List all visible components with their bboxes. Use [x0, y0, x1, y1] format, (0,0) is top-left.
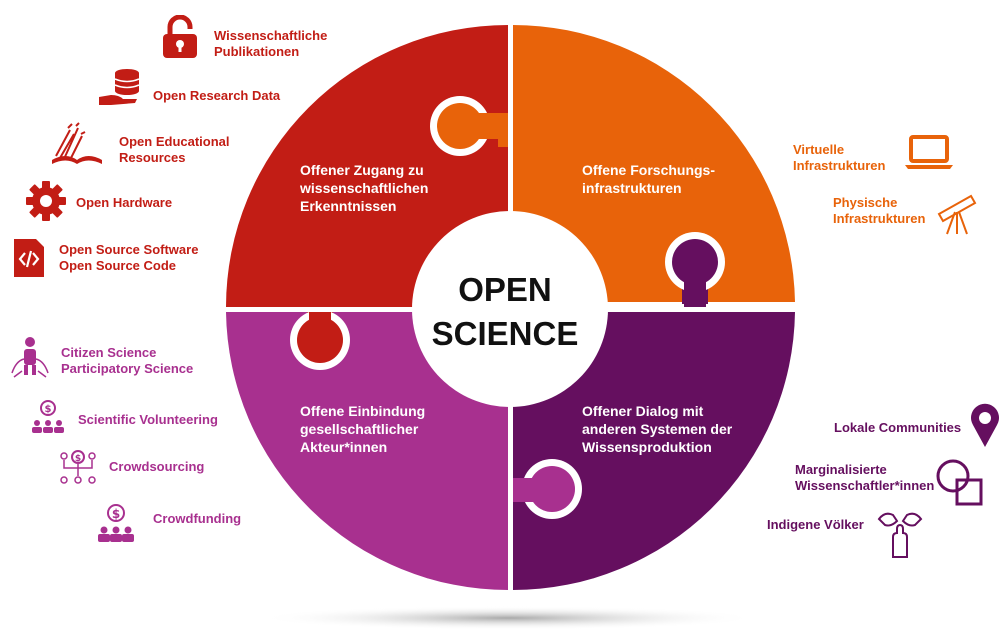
quadrant-bottom-right — [513, 312, 795, 590]
tab-knob-left-inner — [297, 317, 343, 363]
overlap-shapes-icon — [936, 459, 983, 506]
tab-knob-right-inner — [672, 239, 718, 285]
label-citizen-science: Citizen Science Participatory Science — [61, 345, 194, 376]
quadrant-label-bottom-right: Offener Dialog mit anderen Systemen der … — [582, 403, 733, 455]
crowd-dollar-icon: $ — [98, 504, 134, 542]
tab-knob-top-inner — [437, 103, 483, 149]
telescope-icon — [937, 194, 977, 235]
code-file-icon — [14, 239, 44, 277]
gear-icon — [26, 181, 66, 221]
center-title: OPEN SCIENCE — [431, 271, 579, 352]
quadrant-label-top-left: Offener Zugang zu wissenschaftlichen Erk… — [300, 162, 429, 214]
svg-text:$: $ — [45, 404, 52, 415]
label-crowdsourcing: Crowdsourcing — [109, 459, 205, 474]
location-pin-icon — [971, 403, 999, 447]
quadrant-bottom-left — [226, 312, 508, 591]
database-hand-icon — [99, 69, 140, 105]
label-wissenschaftliche-publikationen: Wissenschaftliche Publikationen — [214, 28, 328, 59]
quadrant-top-right — [513, 24, 795, 302]
floor-shadow — [258, 606, 758, 630]
label-indigene-voelker: Indigene Völker — [767, 517, 864, 532]
label-open-hardware: Open Hardware — [76, 195, 173, 210]
label-open-educational-resources: Open Educational Resources — [119, 134, 230, 165]
crowd-idea-icon: $ — [60, 450, 96, 484]
label-lokale-communities: Lokale Communities — [834, 420, 962, 435]
label-open-source: Open Source Software Open Source Code — [59, 242, 199, 273]
center-circle — [412, 211, 608, 407]
quadrant-label-top-right: Offene Forschungs- infrastrukturen — [582, 162, 716, 196]
quadrant-top-left — [226, 25, 508, 307]
tab-knob-bottom-inner — [529, 466, 575, 512]
label-physische-infrastrukturen: Physische Infrastrukturen — [833, 195, 926, 226]
label-open-research-data: Open Research Data — [153, 88, 281, 103]
person-network-icon — [11, 337, 49, 378]
label-crowdfunding: Crowdfunding — [153, 511, 242, 526]
laptop-icon — [905, 135, 953, 169]
hands-icon — [877, 512, 923, 558]
svg-text:$: $ — [75, 454, 81, 464]
open-book-icon — [52, 122, 102, 164]
quadrant-label-bottom-left: Offene Einbindung gesellschaftlicher Akt… — [300, 403, 426, 455]
volunteer-group-icon: $ — [32, 400, 64, 433]
svg-text:$: $ — [112, 507, 120, 521]
padlock-icon — [163, 15, 197, 58]
label-marginalisierte-wissenschaftler: Marginalisierte Wissenschaftler*innen — [795, 462, 935, 493]
label-virtuelle-infrastrukturen: Virtuelle Infrastrukturen — [793, 142, 886, 173]
label-scientific-volunteering: Scientific Volunteering — [78, 412, 218, 427]
